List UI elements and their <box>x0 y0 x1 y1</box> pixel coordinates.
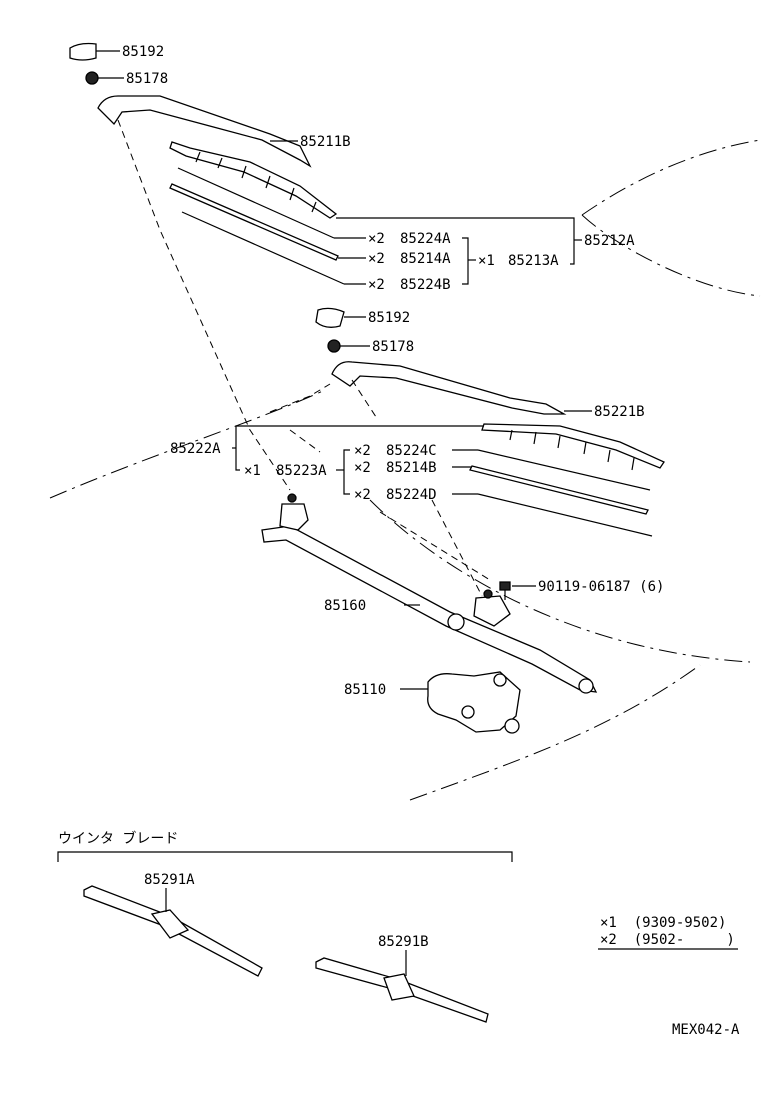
mark-x2-85224A: ×2 <box>368 231 385 247</box>
label-85214A: 85214A <box>400 251 451 267</box>
label-85224A: 85224A <box>400 231 451 247</box>
label-85178-top: 85178 <box>126 71 168 87</box>
windshield-outline <box>409 664 701 801</box>
bolt-90119 <box>499 581 511 591</box>
pivot-cap-mid <box>315 307 345 328</box>
windshield-outline <box>581 214 761 297</box>
label-85224D: 85224D <box>386 487 437 503</box>
wiper-blade-lower <box>481 423 665 469</box>
refill-85224B <box>181 211 345 285</box>
blade-claws-lower <box>509 429 635 471</box>
label-85178-mid: 85178 <box>372 339 414 355</box>
label-85212A: 85212A <box>584 233 635 249</box>
wiper-arm-upper <box>97 95 312 168</box>
label-85214B: 85214B <box>386 460 437 476</box>
windshield-outline <box>581 139 761 216</box>
label-90119-06187: 90119-06187 (6) <box>538 579 664 595</box>
wiper-blade-upper <box>169 141 338 219</box>
label-85160: 85160 <box>324 598 366 614</box>
windshield-outline <box>49 389 326 499</box>
mark-x2-85224C: ×2 <box>354 443 371 459</box>
label-85211B: 85211B <box>300 134 351 150</box>
label-85223A: 85223A <box>276 463 327 479</box>
winter-blade-heading: ウインタ ブレード <box>58 830 178 847</box>
pivot-cap-top <box>69 42 97 61</box>
label-85192-top: 85192 <box>122 44 164 60</box>
mark-x1-85223A: ×1 <box>244 463 261 479</box>
diagram-code: MEX042-A <box>672 1022 740 1038</box>
label-85222A: 85222A <box>170 441 221 457</box>
label-85224C: 85224C <box>386 443 437 459</box>
mark-x2-85224D: ×2 <box>354 487 371 503</box>
refill-85224D <box>477 493 653 537</box>
label-85213A: 85213A <box>508 253 559 269</box>
mark-x2-85214A: ×2 <box>368 251 385 267</box>
label-85110: 85110 <box>344 682 386 698</box>
wiper-arm-lower <box>331 361 567 415</box>
winter-blade-85291A <box>83 885 263 977</box>
nut-top <box>85 71 99 85</box>
label-85224B: 85224B <box>400 277 451 293</box>
legend-row-1: ×1 (9309-9502) <box>600 915 726 931</box>
label-85221B: 85221B <box>594 404 645 420</box>
windshield-outline <box>369 499 751 663</box>
mark-x1-85213A: ×1 <box>478 253 495 269</box>
label-85192-mid: 85192 <box>368 310 410 326</box>
refill-85224A <box>177 167 335 239</box>
nut-mid <box>327 339 341 353</box>
pivot-left <box>279 503 309 531</box>
blade-claws-upper <box>195 151 317 213</box>
wiper-linkage <box>261 525 598 693</box>
mark-x2-85224B: ×2 <box>368 277 385 293</box>
pivot-right <box>473 595 511 627</box>
label-85291A: 85291A <box>144 872 195 888</box>
mark-x2-85214B: ×2 <box>354 460 371 476</box>
legend-row-2: ×2 (9502- ) <box>600 932 735 948</box>
rubber-85214B <box>469 465 649 515</box>
label-85291B: 85291B <box>378 934 429 950</box>
rubber-85214A <box>169 183 339 261</box>
refill-85224C <box>477 449 651 491</box>
